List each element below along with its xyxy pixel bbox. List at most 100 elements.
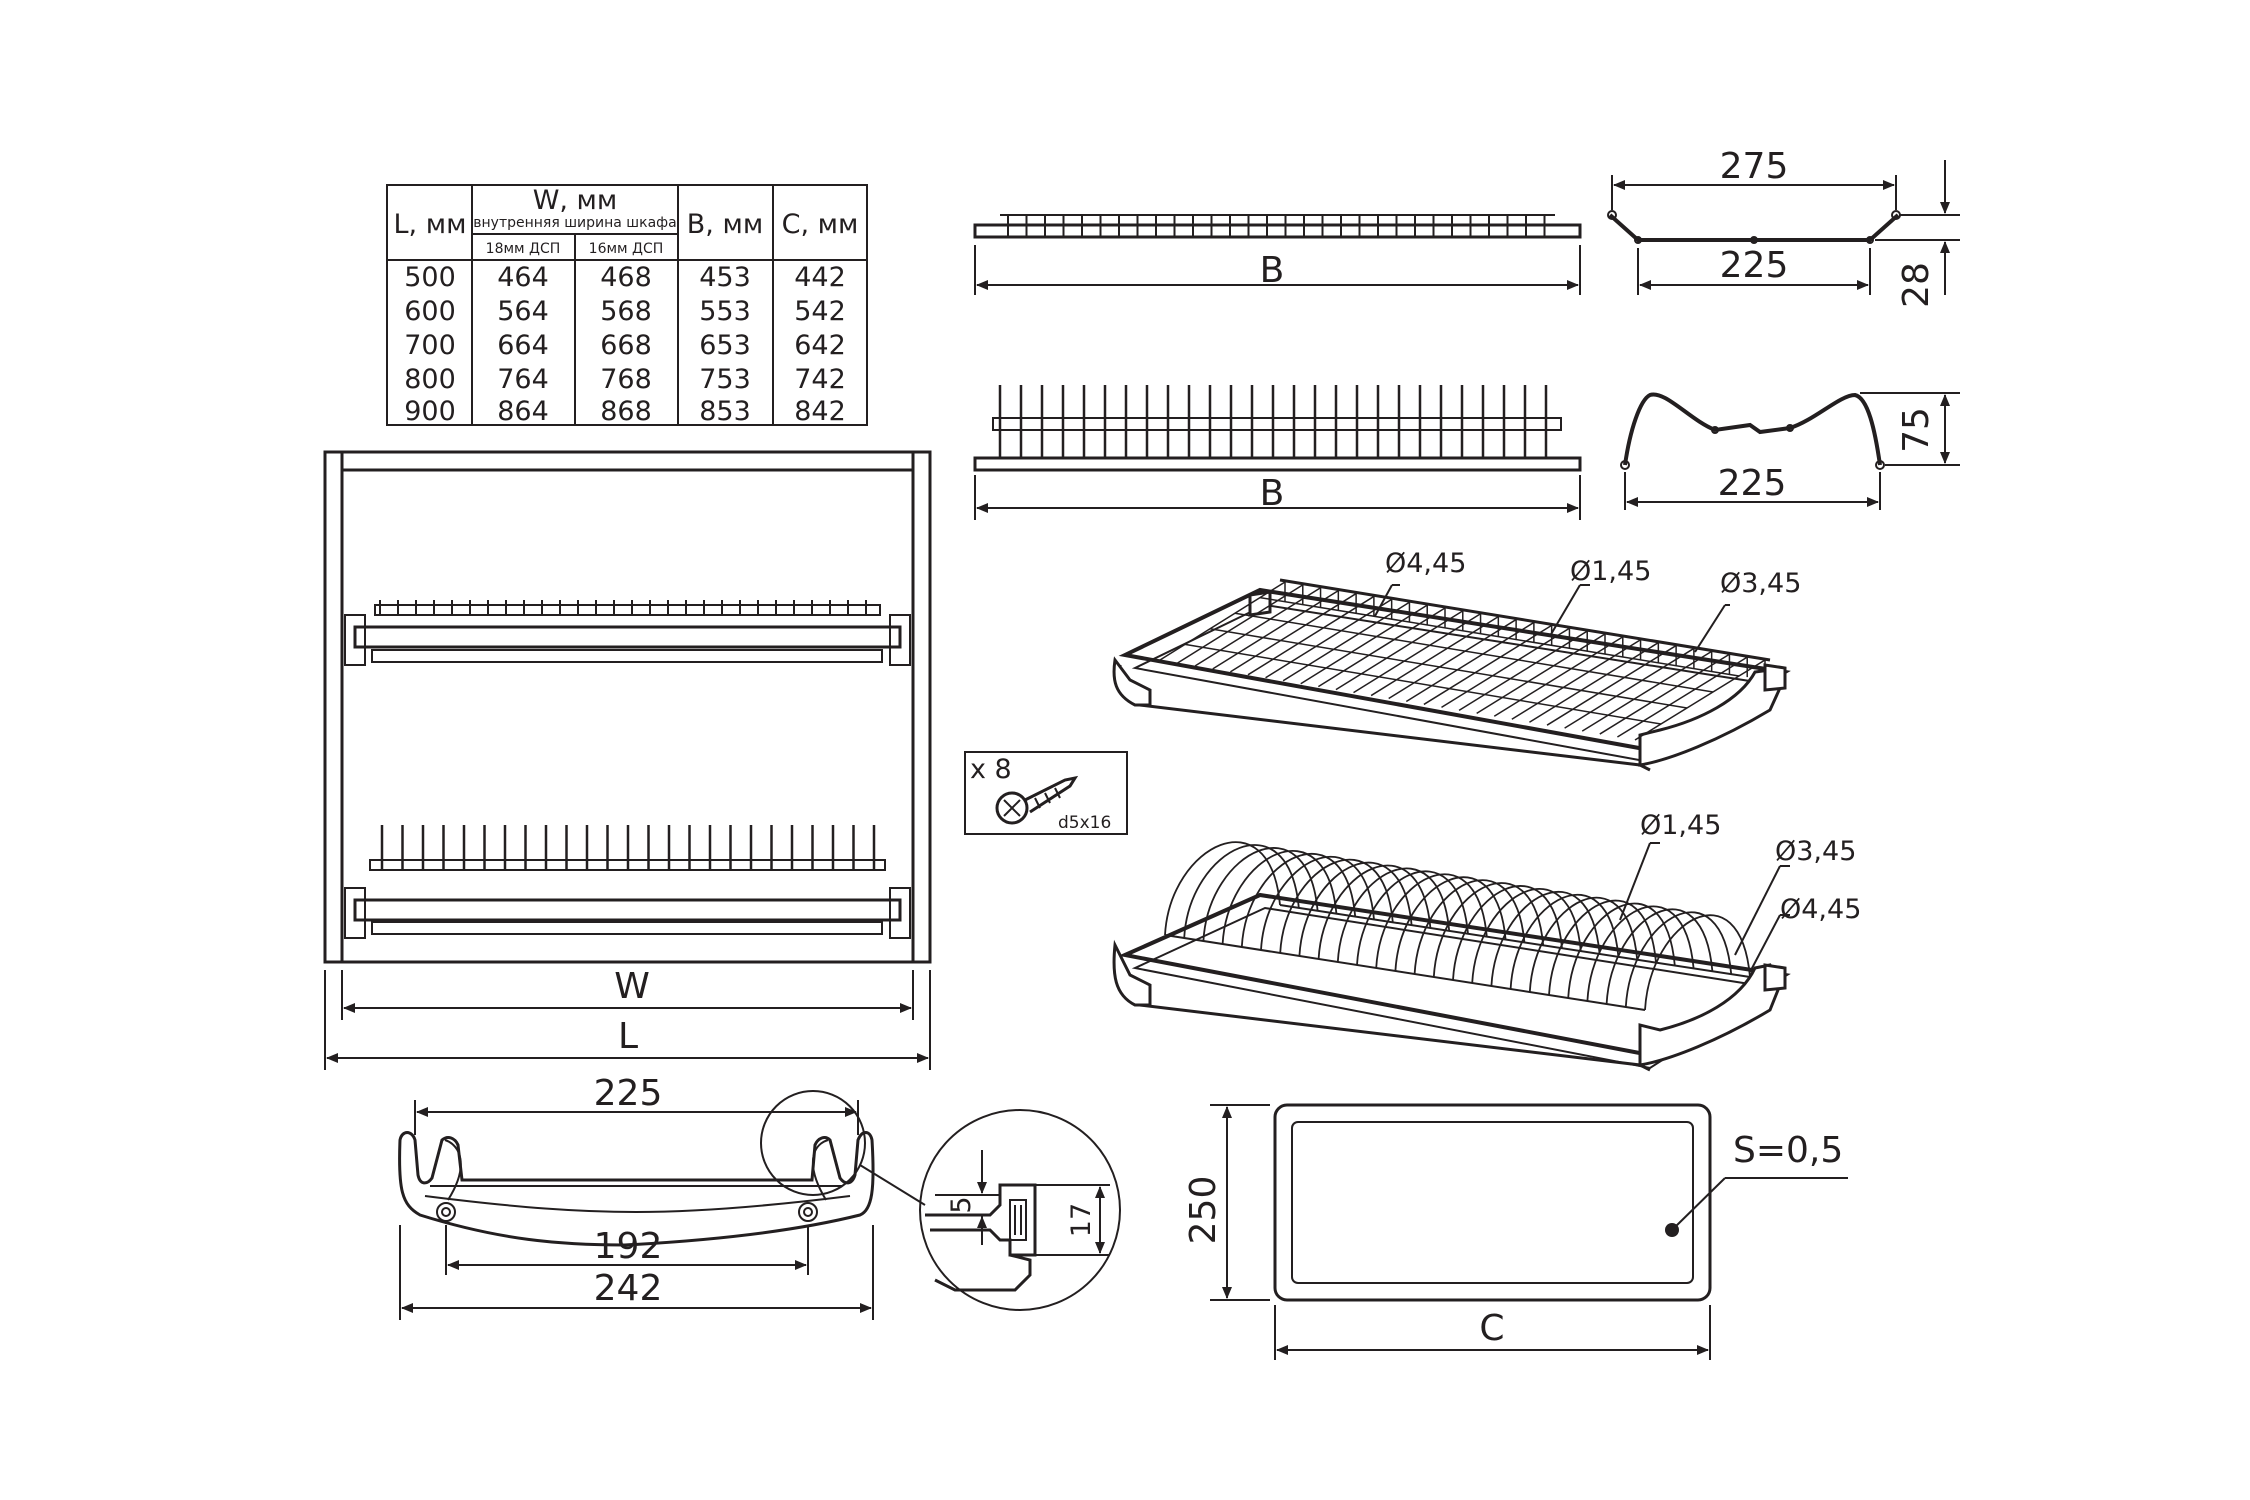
cell-l: 600 [404,296,456,327]
dim-250: 250 [1183,1176,1224,1245]
cell-w18: 664 [497,330,549,361]
plate-arch [1605,908,1714,1005]
grid-wire [1159,581,1286,661]
cell-w16: 868 [600,396,652,427]
dim-192: 192 [594,1226,663,1267]
grid-wire [1599,653,1730,735]
dim-275: 275 [1720,146,1789,187]
grid-wire [1370,616,1499,697]
cell-b: 453 [699,262,751,293]
plate-rack-3d: Ø1,45 Ø3,45 Ø4,45 [1112,810,1861,1072]
cell-w16: 668 [600,330,652,361]
glass-rack-side-view: B [973,214,1582,295]
cell-w16: 568 [600,296,652,327]
cell-c: 442 [794,262,846,293]
plate-arch [1202,847,1319,942]
grid-wire [1581,650,1713,732]
cell-c: 742 [794,364,846,395]
cell-w18: 564 [497,296,549,327]
grid-wire [1184,643,1662,725]
dim-w: W [614,966,650,1007]
plate-arch [1413,879,1526,975]
plate-rack-side-view: B [973,385,1582,520]
cabinet-front-view: W L [323,450,932,1070]
cell-w18: 764 [497,364,549,395]
screw-icon [995,775,1079,825]
grid-wire [1247,595,1375,676]
glass-wire-1: Ø4,45 [1385,548,1466,579]
plate-wire-1: Ø1,45 [1640,810,1721,841]
plate-arch [1298,861,1413,957]
cell-l: 700 [404,330,456,361]
header-l: L, мм [394,209,467,240]
table-row: 800 764 768 753 742 [404,364,846,395]
tray-thickness: S=0,5 [1733,1130,1843,1171]
cell-l: 500 [404,262,456,293]
plate-arch [1586,905,1695,1002]
dim-225-glass: 225 [1720,245,1789,286]
dim-75: 75 [1896,407,1937,453]
plate-arch [1279,858,1394,954]
table-row: 900 864 868 853 842 [404,396,846,427]
cell-b: 853 [699,396,751,427]
header-c: C, мм [782,209,859,240]
dim-242: 242 [594,1268,663,1309]
header-w-18: 18мм ДСП [486,241,561,257]
dim-225-bracket: 225 [594,1073,663,1114]
dim-5: 5 [946,1196,977,1213]
grid-wire [1511,639,1641,720]
screw-qty: x 8 [970,754,1012,785]
header-w: W, мм [533,185,618,216]
table-row: 600 564 568 553 542 [404,296,846,327]
grid-wire [1405,621,1535,703]
plate-arch [1471,888,1582,984]
plate-arch [1452,885,1563,981]
plate-arch [1317,864,1432,960]
lower-plate-rack [344,825,911,939]
plate-arch [1432,882,1545,978]
plate-arch [1394,876,1507,972]
plate-arch [1548,899,1657,996]
grid-wire [1353,613,1481,694]
grid-wire [1212,590,1339,670]
dim-28: 28 [1896,262,1937,308]
rail-wire [1279,904,1751,978]
drip-tray: S=0,5 250 C [1183,1103,1848,1360]
glass-wire-2: Ø1,45 [1570,556,1651,587]
grid-wire [1441,627,1570,709]
cell-l: 800 [404,364,456,395]
grid-wire [1617,656,1748,738]
grid-wire [1529,642,1659,723]
grid-wire [1476,633,1606,714]
plate-arch [1509,893,1620,990]
plate-arch [1528,896,1639,993]
cell-w18: 464 [497,262,549,293]
grid-wire [1300,604,1428,685]
cell-b: 653 [699,330,751,361]
grid-wire [1282,601,1410,682]
grid-wire [1458,630,1588,712]
plate-rack-profile: 225 75 [1620,392,1960,510]
grid-wire [1265,598,1393,679]
grid-wire [1229,592,1357,673]
dim-b-top: B [1260,250,1285,291]
plate-arch [1164,841,1281,936]
dim-l: L [618,1016,638,1057]
grid-wire [1209,628,1688,709]
glass-wire-3: Ø3,45 [1720,568,1801,599]
cell-c: 542 [794,296,846,327]
header-b: B, мм [687,209,763,240]
plate-arch [1183,844,1300,939]
cell-c: 642 [794,330,846,361]
grid-wire [1194,587,1321,667]
plate-arch [1567,902,1676,999]
grid-wire [1546,644,1677,726]
glass-rack-3d: Ø4,45 Ø1,45 Ø3,45 [1112,548,1801,772]
grid-wire [1317,607,1446,688]
bracket-detail-view: 5 17 [919,1109,1121,1311]
rail-wire [1164,934,1646,1011]
plate-wire-2: Ø3,45 [1775,836,1856,867]
grid-wire [1564,647,1695,729]
screw-fastener-box: x 8 d5x16 [964,751,1128,835]
spec-table: L, мм W, мм внутренняя ширина шкафа 18мм… [386,184,868,427]
